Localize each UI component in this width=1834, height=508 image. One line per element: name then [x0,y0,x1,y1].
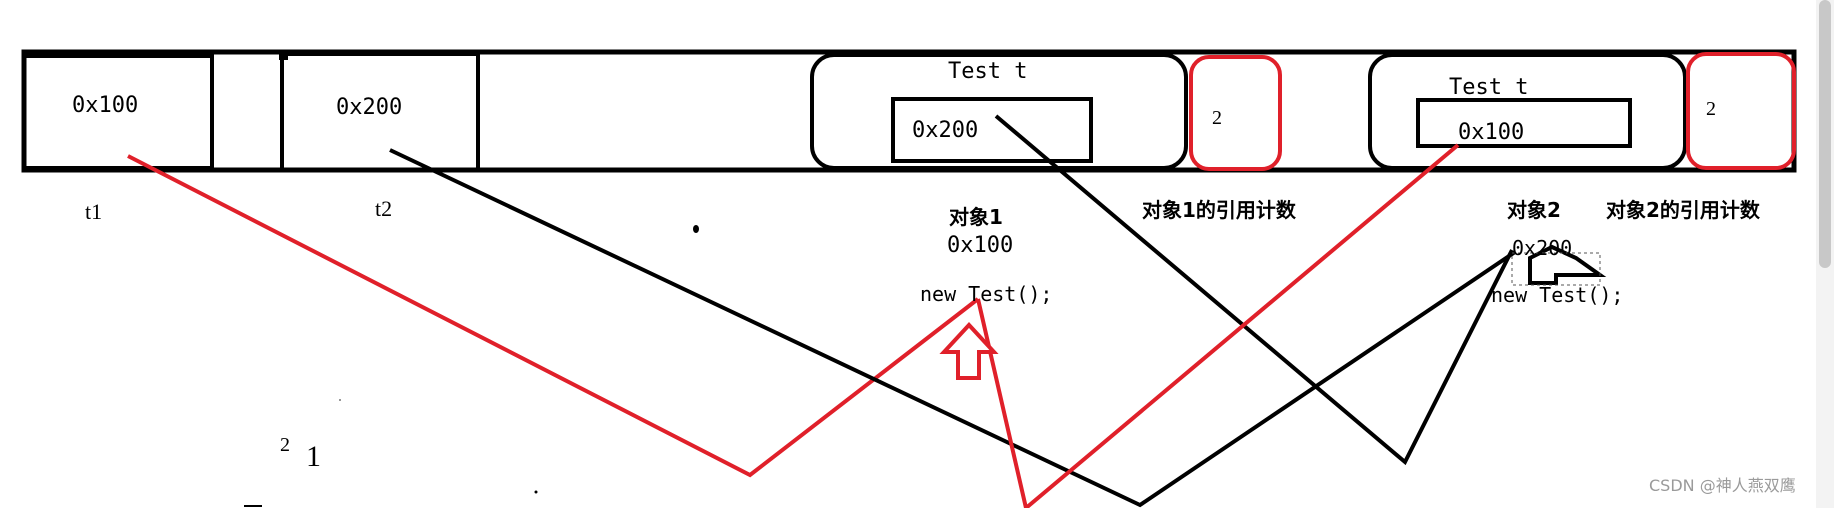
object1-field-name: Test t [948,59,1028,84]
stray-number-small: 2 [280,434,290,456]
t1-label: t1 [85,199,103,224]
object2-refcount-caption: 对象2的引用计数 [1606,198,1760,222]
object2-refcount: 2 [1706,98,1716,120]
object1-constructor: new Test(); [920,282,1053,306]
object2-up-arrow-icon [1528,244,1607,285]
object1-field-reference-line [994,114,1514,466]
object2-title: 对象2 [1507,198,1561,222]
object1-address: 0x100 [947,233,1014,258]
scrollbar-thumb[interactable] [1819,0,1831,268]
stray-number-large: 1 [306,440,321,473]
object1-refcount-box [1189,55,1282,171]
stray-speck [534,490,538,494]
object1-title: 对象1 [949,205,1003,229]
object2-field-name: Test t [1449,75,1529,100]
object1-up-arrow-icon [939,322,999,380]
object2-constructor: new Test(); [1491,283,1624,307]
object1-refcount: 2 [1212,107,1222,129]
stray-speck-2 [339,399,341,401]
t2-value: 0x200 [336,95,403,120]
stack-divider-mark [279,51,288,60]
t1-reference-line [127,154,980,478]
stray-dot [693,225,699,233]
object2-box [1368,53,1687,170]
object2-field-reference-line [976,143,1460,508]
object2-refcount-box [1686,52,1796,170]
object2-field-value: 0x100 [1458,120,1525,145]
t2-cell [280,52,480,172]
csdn-watermark: CSDN @神人燕双鹰 [1649,476,1796,495]
object2-field-box [1416,98,1632,148]
object1-field-box [891,97,1093,163]
object2-address: 0x200 [1512,236,1573,260]
object1-refcount-caption: 对象1的引用计数 [1142,198,1296,222]
t2-reference-line [389,148,1517,508]
t2-label: t2 [375,196,393,221]
object1-box [810,53,1188,170]
t1-cell [22,54,214,170]
object2-selection-box [1511,252,1601,286]
object1-field-value: 0x200 [912,118,979,143]
memory-strip [21,49,1797,173]
t1-value: 0x100 [72,93,139,118]
